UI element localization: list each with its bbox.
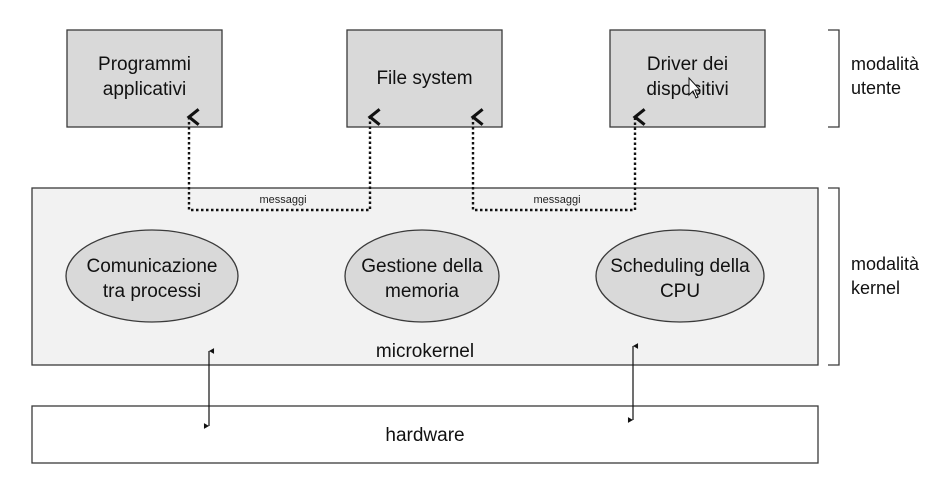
- side-label-kernel-line-2: kernel: [851, 278, 900, 298]
- user-box-driver-line-2: dispositivi: [646, 79, 728, 100]
- user-box-programmi-line-1: Programmi: [98, 54, 191, 75]
- kernel-service-ipc-line-2: tra processi: [103, 281, 201, 302]
- kernel-service-cpu-line-2: CPU: [660, 281, 700, 302]
- kernel-service-memoria-line-1: Gestione della: [361, 256, 483, 277]
- message-label-right: messaggi: [533, 194, 580, 206]
- user-box-file-system: File system: [346, 29, 503, 128]
- bracket-kernel-mode: [828, 187, 840, 366]
- message-path-right: [470, 108, 646, 212]
- kernel-service-cpu-line-1: Scheduling della: [610, 256, 750, 277]
- bracket-user-mode: [828, 29, 840, 128]
- user-box-programmi-line-2: applicativi: [103, 79, 186, 100]
- kernel-service-memoria-line-2: memoria: [385, 281, 459, 302]
- hardware-label: hardware: [385, 425, 464, 446]
- message-path-left: [186, 108, 381, 212]
- side-label-kernel-line-1: modalità: [851, 254, 920, 274]
- kernel-service-memoria: Gestione della memoria: [344, 229, 500, 323]
- user-box-programmi: Programmi applicativi: [66, 29, 223, 128]
- kernel-service-ipc-line-1: Comunicazione: [87, 256, 218, 277]
- kernel-service-cpu: Scheduling della CPU: [595, 229, 765, 323]
- kernel-service-ipc: Comunicazione tra processi: [65, 229, 239, 323]
- user-box-driver: Driver dei dispositivi: [609, 29, 766, 128]
- user-box-file-system-line-1: File system: [376, 68, 472, 89]
- user-box-driver-line-1: Driver dei: [647, 54, 728, 75]
- message-label-left: messaggi: [259, 194, 306, 206]
- side-label-user-line-2: utente: [851, 78, 901, 98]
- side-label-user-line-1: modalità: [851, 54, 920, 74]
- kernel-label: microkernel: [376, 341, 474, 362]
- hardware-box: hardware: [31, 405, 819, 464]
- mouse-cursor-icon: [688, 76, 702, 99]
